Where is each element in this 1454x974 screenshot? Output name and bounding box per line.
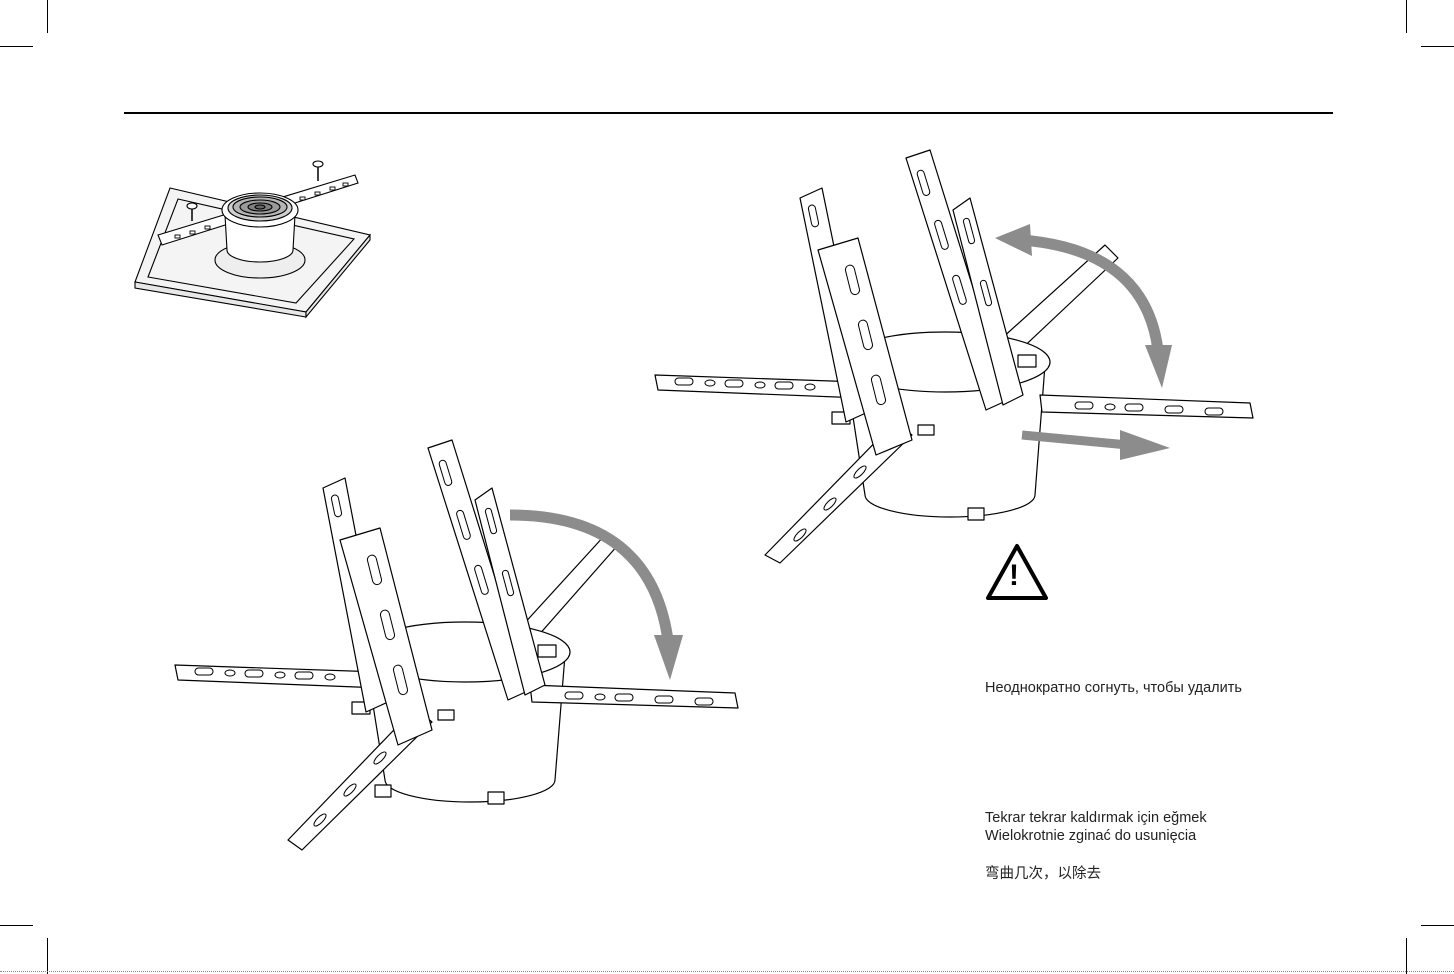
bracket-remove-figure-right: [650, 150, 1270, 570]
instruction-polish: Wielokrotnie zginać do usunięcia: [985, 828, 1196, 845]
instruction-turkish: Tekrar tekrar kaldırmak için eğmek: [985, 810, 1207, 827]
crop-mark-top-left-v: [47, 0, 48, 33]
crop-mark-bottom-left-v: [47, 938, 48, 974]
warning-exclamation: !: [1009, 560, 1019, 592]
crop-mark-bottom-right-v: [1406, 938, 1407, 974]
crop-mark-bottom-left-h: [0, 925, 33, 926]
instruction-chinese: 弯曲几次，以除去: [985, 866, 1101, 883]
header-rule: [124, 112, 1333, 114]
bend-back-forth-arrow-icon: [1022, 240, 1158, 350]
bottom-dotted-line: [0, 971, 1454, 972]
crop-mark-top-right-h: [1421, 46, 1454, 47]
crop-mark-top-right-v: [1406, 0, 1407, 33]
speaker-installation-figure: [130, 155, 380, 320]
instruction-russian: Неоднократно согнуть, чтобы удалить: [985, 680, 1242, 697]
crop-mark-top-left-h: [0, 46, 33, 47]
crop-mark-bottom-right-h: [1421, 925, 1454, 926]
